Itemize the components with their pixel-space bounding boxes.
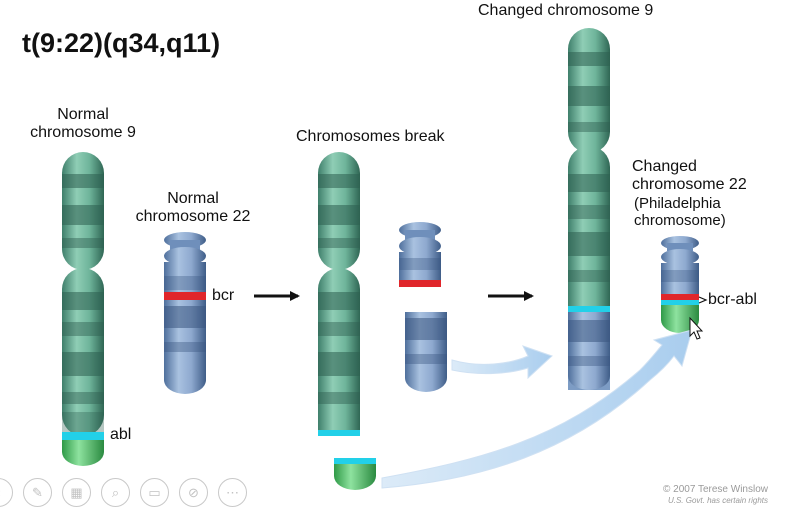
page-title: t(9:22)(q34,q11): [22, 28, 221, 58]
translocation-arrow-22-icon: [451, 345, 553, 380]
broken-chromosome-22: [399, 222, 447, 392]
pen-icon: ✎: [32, 484, 43, 500]
changed-chromosome-9: [568, 28, 610, 390]
camera-off-icon: ⊘: [188, 484, 199, 500]
mouse-cursor-icon: [689, 316, 704, 340]
normal-chromosome-9-label: Normal chromosome 9: [30, 106, 136, 142]
subtitles-button[interactable]: ▭: [140, 478, 169, 507]
normal-chromosome-22-label: Normal chromosome 22: [135, 190, 251, 226]
normal-chromosome-22: [164, 232, 206, 394]
broken-chromosome-9: [318, 152, 360, 436]
bcr-abl-pointer-icon: [698, 296, 708, 304]
back-button[interactable]: ‹: [0, 478, 13, 507]
abl-fragment: [334, 458, 376, 490]
pen-button[interactable]: ✎: [23, 478, 52, 507]
more-button[interactable]: ⋯: [218, 478, 247, 507]
chromosomes-break-label: Chromosomes break: [296, 128, 445, 145]
philadelphia-chromosome: [661, 236, 699, 333]
camera-off-button[interactable]: ⊘: [179, 478, 208, 507]
changed-chromosome-9-label: Changed chromosome 9: [478, 2, 654, 19]
bcr-abl-label: bcr-abl: [708, 291, 757, 308]
copyright-credit: © 2007 Terese Winslow U.S. Govt. has cer…: [662, 484, 768, 505]
slides-icon: ▦: [70, 484, 83, 500]
translocation-arrow-9-icon: [381, 329, 693, 489]
zoom-button[interactable]: ⌕: [101, 478, 130, 507]
normal-chromosome-9: [62, 152, 104, 466]
more-icon: ⋯: [226, 484, 239, 500]
zoom-icon: ⌕: [111, 484, 120, 500]
slides-button[interactable]: ▦: [62, 478, 91, 507]
abl-label: abl: [110, 426, 132, 443]
subtitles-icon: ▭: [148, 484, 161, 500]
back-icon: ‹: [0, 485, 1, 500]
presentation-toolbar: ‹ ✎ ▦ ⌕ ▭ ⊘ ⋯: [0, 478, 257, 510]
bcr-label: bcr: [212, 287, 235, 304]
changed-chromosome-22-label: Changed chromosome 22 (Philadelphia chro…: [632, 158, 747, 230]
